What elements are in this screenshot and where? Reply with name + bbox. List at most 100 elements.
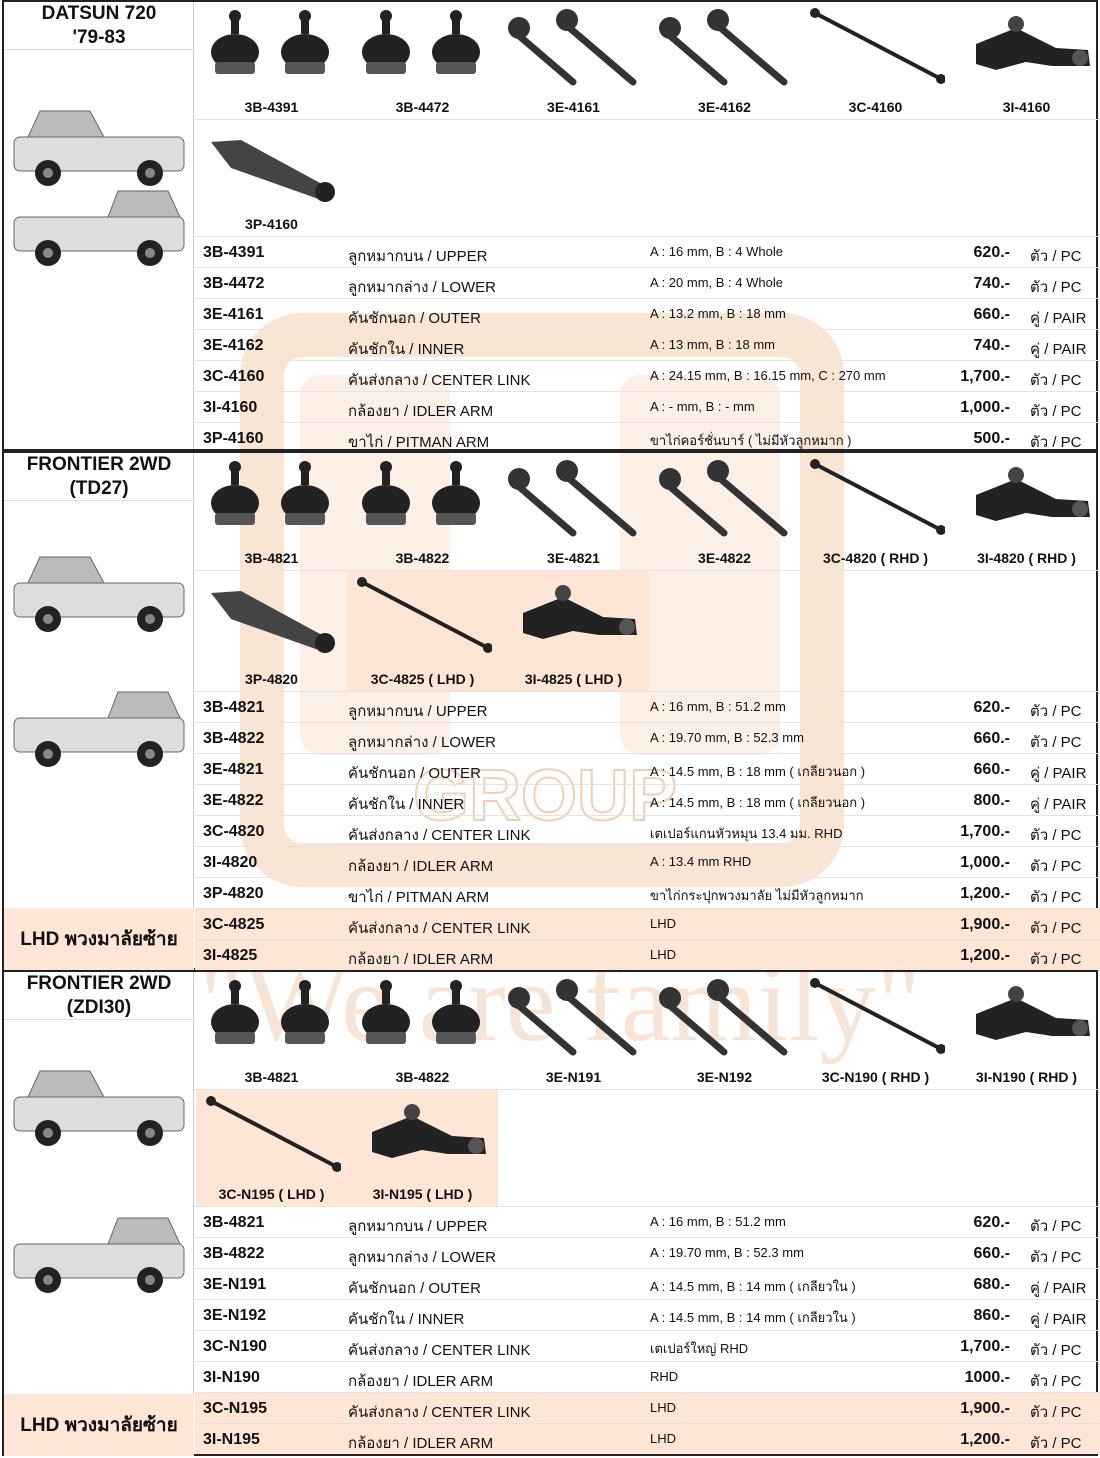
part-code-label: 3E-4161 (547, 99, 600, 115)
part-thumbnail: 3C-N195 ( LHD ) (196, 1090, 347, 1206)
part-thumbnail: 3P-4160 (196, 120, 347, 236)
part-thumbnail: 3E-4161 (498, 2, 649, 119)
part-description: คันชักนอก / OUTER (348, 1280, 481, 1297)
part-image (206, 1096, 341, 1172)
part-price: 660.- (973, 306, 1010, 323)
price-unit: ตัว / PC (1030, 248, 1082, 265)
part-price: 660.- (973, 730, 1010, 747)
part-spec: LHD (650, 1431, 677, 1446)
price-row: 3I-N190 กล้องยา / IDLER ARM RHD 1000.- ต… (195, 1361, 1100, 1392)
price-row: 3P-4160 ขาไก่ / PITMAN ARM ขาไก่คอร์ชั่น… (195, 422, 1100, 453)
price-unit: ตัว / PC (1030, 1342, 1082, 1359)
part-price: 740.- (973, 337, 1010, 354)
part-description: ลูกหมากบน / UPPER (348, 1218, 488, 1235)
lhd-label: LHD พวงมาลัยซ้าย (4, 1394, 194, 1456)
part-description: คันชักนอก / OUTER (348, 765, 481, 782)
part-image (357, 577, 492, 653)
price-row: 3C-N190 คันส่งกลาง / CENTER LINK เตเปอร์… (195, 1330, 1100, 1361)
part-code: 3C-N195 (203, 1400, 268, 1417)
price-row: 3C-4820 คันส่งกลาง / CENTER LINK เตเปอร์… (195, 815, 1100, 846)
part-code-label: 3E-4821 (547, 550, 600, 566)
price-row: 3I-4820 กล้องยา / IDLER ARM A : 13.4 mm … (195, 846, 1100, 877)
price-unit: ตัว / PC (1030, 1373, 1082, 1390)
vehicle-title: FRONTIER 2WD(ZDI30) (4, 972, 194, 1020)
price-unit: ตัว / PC (1030, 1218, 1082, 1235)
price-unit: ตัว / PC (1030, 920, 1082, 937)
part-code-label: 3P-4820 (245, 671, 298, 687)
vehicle-photo (8, 1057, 190, 1162)
price-unit: คู่ / PAIR (1030, 1311, 1087, 1328)
divider (195, 119, 1100, 120)
part-description: คันส่งกลาง / CENTER LINK (348, 1342, 531, 1359)
vehicle-section: DATSUN 720'79-83 3B-4391 3B-4472 3E-4161… (2, 0, 1100, 453)
part-image (523, 585, 637, 639)
part-code: 3E-N192 (203, 1307, 267, 1324)
part-thumbnail: 3C-N190 ( RHD ) (800, 972, 951, 1089)
part-thumbnail: 3B-4472 (347, 2, 498, 119)
part-spec: A : 24.15 mm, B : 16.15 mm, C : 270 mm (650, 368, 886, 383)
part-code: 3C-4825 (203, 916, 265, 933)
part-code: 3I-4160 (203, 399, 258, 416)
part-description: ลูกหมากล่าง / LOWER (348, 1249, 497, 1266)
vehicle-panel: FRONTIER 2WD(ZDI30) LHD พวงมาลัยซ้าย (4, 972, 194, 1456)
part-spec: A : 16 mm, B : 51.2 mm (650, 1214, 786, 1229)
part-code-label: 3B-4821 (244, 1069, 299, 1085)
part-spec: LHD (650, 1400, 677, 1415)
vehicle-name: DATSUN 720 (41, 3, 157, 24)
part-code: 3C-N190 (203, 1338, 268, 1355)
part-description: ลูกหมากบน / UPPER (348, 248, 488, 265)
part-price: 1,000.- (960, 399, 1010, 416)
price-row: 3B-4472 ลูกหมากล่าง / LOWER A : 20 mm, B… (195, 267, 1100, 298)
price-unit: ตัว / PC (1030, 951, 1082, 968)
part-description: คันส่งกลาง / CENTER LINK (348, 1404, 531, 1421)
price-row: 3C-4825 คันส่งกลาง / CENTER LINK LHD 1,9… (195, 908, 1100, 939)
part-code-label: 3C-4825 ( LHD ) (370, 671, 475, 687)
part-image (810, 459, 945, 535)
part-code-label: 3I-N195 ( LHD ) (372, 1186, 473, 1202)
part-price: 800.- (973, 792, 1010, 809)
price-unit: ตัว / PC (1030, 858, 1082, 875)
vehicle-panel: DATSUN 720'79-83 (4, 2, 194, 449)
price-row: 3B-4821 ลูกหมากบน / UPPER A : 16 mm, B :… (195, 1206, 1100, 1237)
part-spec: ขาไก่กระปุกพวงมาลัย ไม่มีหัวลูกหมาก (650, 888, 864, 903)
vehicle-photo (8, 678, 190, 783)
part-image (659, 9, 788, 86)
part-image (508, 460, 637, 537)
part-description: กล้องยา / IDLER ARM (348, 403, 494, 420)
part-spec: A : 14.5 mm, B : 18 mm ( เกลียวนอก ) (650, 795, 866, 810)
part-code-label: 3B-4472 (395, 99, 450, 115)
vehicle-years: (TD27) (69, 478, 129, 499)
price-unit: ตัว / PC (1030, 372, 1082, 389)
part-code-label: 3B-4391 (244, 99, 299, 115)
part-description: คันส่งกลาง / CENTER LINK (348, 372, 531, 389)
price-row: 3E-4822 คันชักใน / INNER A : 14.5 mm, B … (195, 784, 1100, 815)
part-price: 1,200.- (960, 947, 1010, 964)
part-price: 1,200.- (960, 1431, 1010, 1448)
price-row: 3C-N195 คันส่งกลาง / CENTER LINK LHD 1,9… (195, 1392, 1100, 1423)
part-image (211, 10, 329, 74)
part-price: 500.- (973, 430, 1010, 447)
part-code-label: 3B-4822 (395, 550, 450, 566)
part-thumbnail: 3C-4160 (800, 2, 951, 119)
price-row: 3E-4162 คันชักใน / INNER A : 13 mm, B : … (195, 329, 1100, 360)
part-image (362, 980, 480, 1044)
part-spec: A : - mm, B : - mm (650, 399, 755, 414)
part-thumbnail: 3I-4160 (951, 2, 1100, 119)
price-row: 3E-4821 คันชักนอก / OUTER A : 14.5 mm, B… (195, 753, 1100, 784)
part-thumbnail: 3B-4821 (196, 453, 347, 570)
part-code-label: 3E-4822 (698, 550, 751, 566)
price-unit: คู่ / PAIR (1030, 1280, 1087, 1297)
price-unit: ตัว / PC (1030, 1404, 1082, 1421)
part-image (976, 986, 1090, 1040)
price-unit: ตัว / PC (1030, 703, 1082, 720)
part-spec: A : 19.70 mm, B : 52.3 mm (650, 730, 804, 745)
price-row: 3P-4820 ขาไก่ / PITMAN ARM ขาไก่กระปุกพว… (195, 877, 1100, 908)
part-spec: เตเปอร์แกนหัวหมุน 13.4 มม. RHD (650, 826, 843, 841)
part-thumbnail: 3I-4825 ( LHD ) (498, 571, 649, 691)
price-row: 3B-4391 ลูกหมากบน / UPPER A : 16 mm, B :… (195, 236, 1100, 267)
part-price: 660.- (973, 1245, 1010, 1262)
part-code: 3C-4160 (203, 368, 265, 385)
price-unit: ตัว / PC (1030, 434, 1082, 451)
part-code-label: 3I-4160 (1002, 99, 1051, 115)
